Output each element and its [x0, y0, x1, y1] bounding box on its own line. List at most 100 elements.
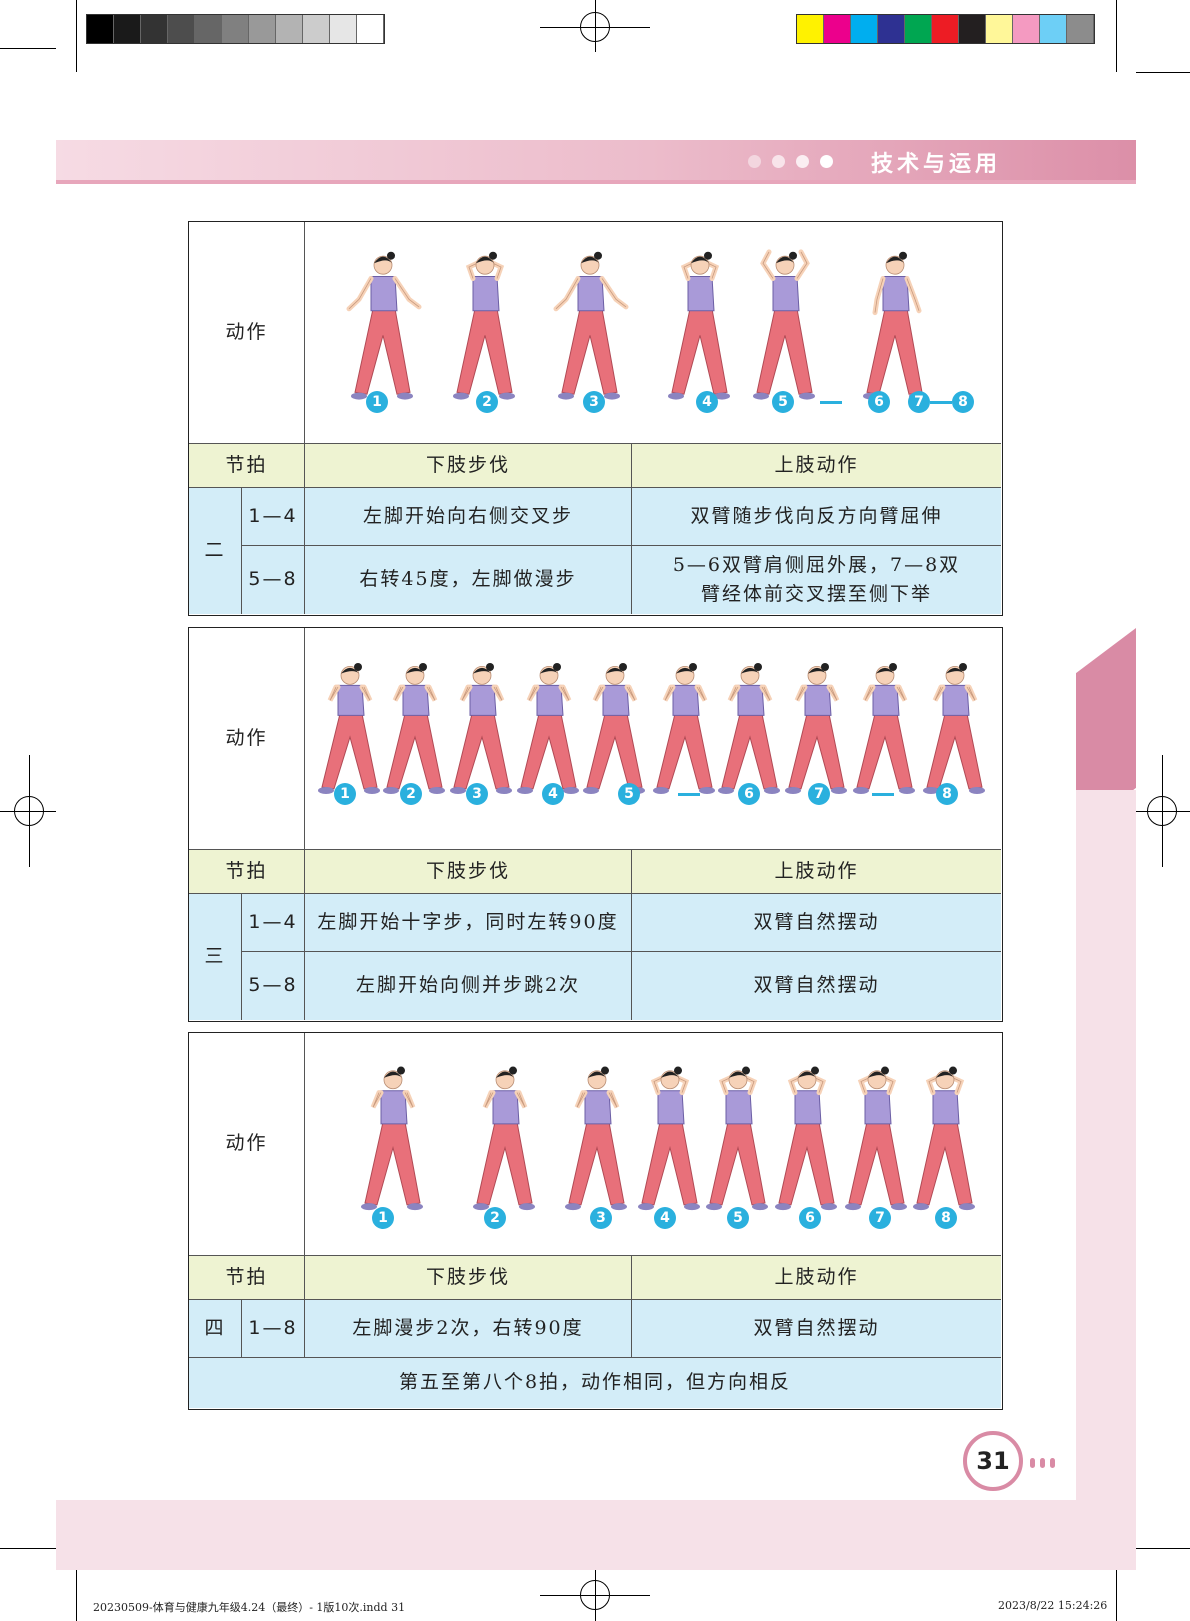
dancer-figure: [913, 1066, 975, 1211]
mirror-note: 第五至第八个8拍，动作相同，但方向相反: [189, 1357, 1001, 1408]
dancer-figure: [863, 251, 925, 400]
beat-number-circle: 4: [542, 783, 564, 805]
crop-mark: [1116, 1548, 1117, 1621]
lower-limb-header: 下肢步伐: [304, 1255, 631, 1299]
bottom-band: [56, 1500, 1136, 1570]
lower-limb-header: 下肢步伐: [304, 849, 631, 893]
print-slug-right: 2023/8/22 15:24:26: [998, 1599, 1108, 1612]
dancer-figure: [753, 249, 815, 400]
dancer-figure: [785, 663, 847, 794]
dancer-figures-row: [318, 663, 985, 794]
dancer-figure: [318, 663, 380, 794]
upper-limb-header: 上肢动作: [631, 849, 1001, 893]
grayscale-color-bar: [86, 14, 385, 44]
beat-range-dash: [872, 793, 894, 796]
crop-mark: [0, 1548, 56, 1549]
beat-cell: 1—4: [241, 487, 304, 545]
beat-header: 节拍: [189, 1255, 304, 1299]
crop-mark: [1136, 1548, 1190, 1549]
header-dot: [772, 155, 785, 168]
beat-number-circle: 2: [484, 1207, 506, 1229]
crop-mark: [76, 1548, 77, 1621]
page-number: 31: [963, 1431, 1023, 1491]
beat-number-circle: 8: [936, 783, 958, 805]
upper-limb-cell: 双臂自然摆动: [631, 893, 1001, 951]
dancer-figure: [845, 1066, 907, 1211]
dancer-figure: [517, 663, 579, 794]
beat-number-circle: 8: [935, 1207, 957, 1229]
beat-number-circle: 1: [366, 391, 388, 413]
upper-limb-header: 上肢动作: [631, 1255, 1001, 1299]
upper-limb-cell: 双臂自然摆动: [631, 951, 1001, 1020]
beat-number-circle: 1: [334, 783, 356, 805]
dancer-figure: [553, 251, 629, 400]
beat-cell: 5—8: [241, 951, 304, 1020]
lower-limb-cell: 左脚开始十字步，同时左转90度: [304, 893, 631, 951]
upper-limb-cell: 双臂自然摆动: [631, 1299, 1001, 1357]
lower-limb-cell: 左脚开始向侧并步跳2次: [304, 951, 631, 1020]
dancer-figure: [473, 1066, 535, 1211]
chapter-title: 技术与运用: [870, 152, 1001, 177]
beat-header: 节拍: [189, 443, 304, 487]
chapter-header-band: 技术与运用: [56, 140, 1136, 182]
beat-range-dash: [930, 401, 952, 404]
lower-limb-header: 下肢步伐: [304, 443, 631, 487]
action-label: 动作: [189, 1033, 304, 1255]
beat-number-circle: 8: [952, 391, 974, 413]
section-number: 二: [189, 487, 241, 614]
beat-number-circle: 5: [618, 783, 640, 805]
beat-number-circle: 7: [869, 1207, 891, 1229]
beat-number-circle: 3: [583, 391, 605, 413]
header-dot: [820, 155, 833, 168]
lower-limb-cell: 左脚漫步2次，右转90度: [304, 1299, 631, 1357]
dancer-figure: [638, 1066, 700, 1211]
beat-range-dash: [820, 401, 842, 404]
upper-limb-header: 上肢动作: [631, 443, 1001, 487]
section-number: 三: [189, 893, 241, 1020]
action-label: 动作: [189, 628, 304, 849]
beat-number-circle: 5: [727, 1207, 749, 1229]
dancer-figure: [923, 663, 985, 794]
dancer-figure: [565, 1066, 627, 1211]
lower-limb-cell: 左脚开始向右侧交叉步: [304, 487, 631, 545]
side-band: [1076, 790, 1136, 1500]
upper-limb-cell: 5—6双臂肩侧屈外展，7—8双臂经体前交叉摆至侧下举: [631, 545, 1001, 614]
beat-number-circle: 6: [868, 391, 890, 413]
beat-range-dash: [678, 793, 700, 796]
beat-cell: 5—8: [241, 545, 304, 614]
dancer-figure: [775, 1066, 837, 1211]
header-dot: [748, 155, 761, 168]
crop-mark: [76, 0, 77, 72]
beat-number-circle: 4: [696, 391, 718, 413]
dancer-figures-row: [346, 249, 925, 400]
beat-header: 节拍: [189, 849, 304, 893]
beat-number-circle: 4: [654, 1207, 676, 1229]
beat-number-circle: 7: [908, 391, 930, 413]
action-label: 动作: [189, 222, 304, 443]
header-dot: [796, 155, 809, 168]
dancer-figures-row: [361, 1066, 975, 1211]
dancer-figure: [361, 1066, 423, 1211]
dancer-figure: [706, 1066, 768, 1211]
section-number: 四: [189, 1299, 241, 1357]
beat-number-circle: 5: [772, 391, 794, 413]
dancer-figure: [346, 251, 422, 400]
upper-limb-cell: 双臂随步伐向反方向臂屈伸: [631, 487, 1001, 545]
cmyk-color-bar: [796, 14, 1095, 44]
crop-mark: [1136, 72, 1190, 73]
print-slug-left: 20230509-体育与健康九年级4.24（最终）- 1版10次.indd 31: [93, 1601, 406, 1614]
crop-mark: [1116, 0, 1117, 72]
beat-number-circle: 3: [466, 783, 488, 805]
beat-number-circle: 6: [738, 783, 760, 805]
beat-cell: 1—8: [241, 1299, 304, 1357]
crop-mark: [0, 48, 56, 49]
dancer-figure: [718, 663, 780, 794]
dancer-figure: [450, 663, 512, 794]
lower-limb-cell: 右转45度，左脚做漫步: [304, 545, 631, 614]
beat-number-circle: 7: [808, 783, 830, 805]
